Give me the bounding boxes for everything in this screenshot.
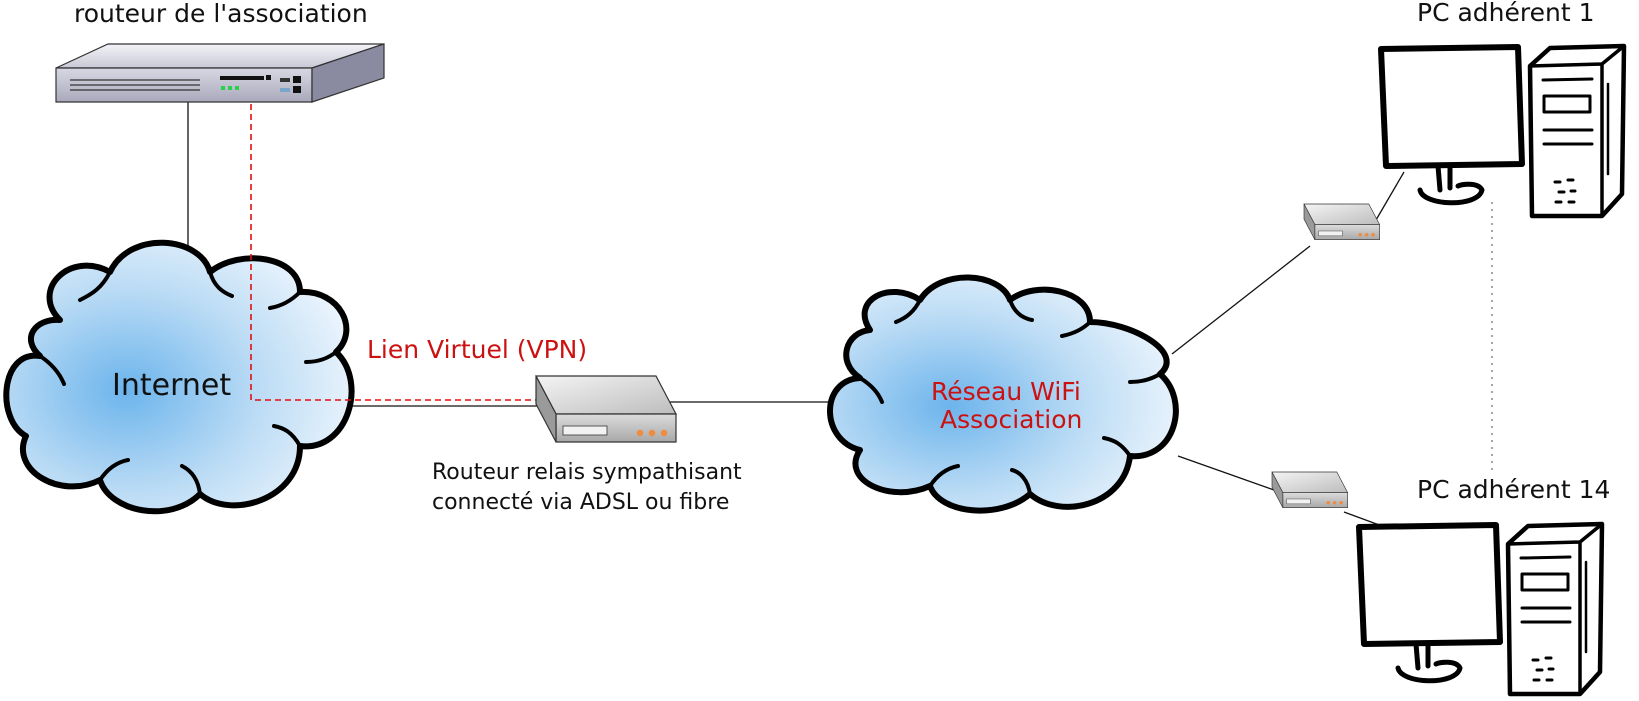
internet-cloud-icon [3,239,355,515]
pc-14-desktop-computer-icon [1359,524,1602,694]
association-router-label: routeur de l'association [74,0,368,28]
wifi-network-label-line-1: Réseau WiFi [931,377,1081,406]
wifi-client-1-router-icon [1303,203,1380,240]
link-wifi-client-14 [1177,455,1275,491]
wifi-client-14-router-icon [1271,471,1348,508]
connection-lines [187,100,1493,527]
relay-router-label-line-2: connecté via ADSL ou fibre [432,490,730,515]
internet-label: Internet [112,368,232,403]
wifi-network-cloud-icon [827,274,1179,514]
link-client-14-pc-14 [1343,511,1383,527]
association-router-icon [55,43,385,103]
pc-1-label: PC adhérent 1 [1417,0,1595,27]
vpn-virtual-link [250,104,540,401]
vpn-link-label: Lien Virtuel (VPN) [367,335,588,364]
link-wifi-client-1 [1171,245,1311,355]
relay-router-icon [535,375,677,443]
pc-1-desktop-computer-icon [1381,46,1624,216]
wifi-network-label-line-2: Association [940,405,1083,434]
link-client-1-pc-1 [1375,171,1405,221]
pc-14-label: PC adhérent 14 [1417,475,1611,504]
relay-router-label-line-1: Routeur relais sympathisant [432,460,742,485]
